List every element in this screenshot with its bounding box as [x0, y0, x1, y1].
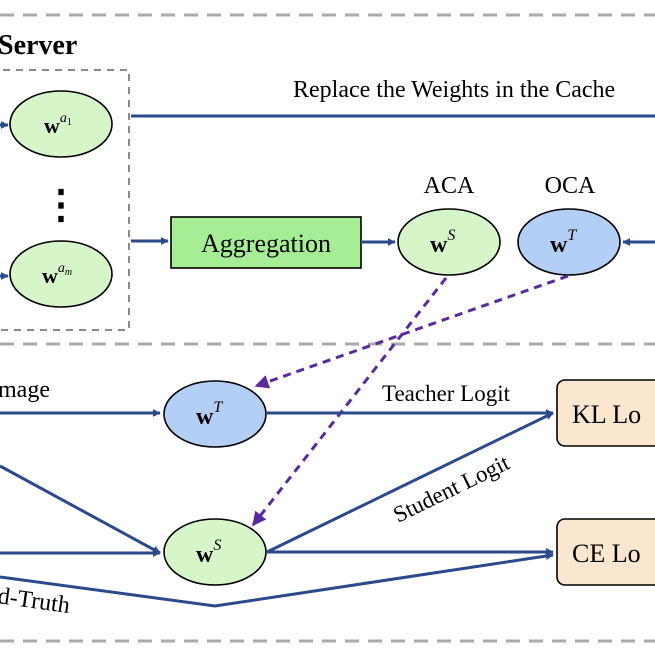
aca-label: ACA: [424, 173, 475, 199]
client-weight-label-top: wa1: [44, 111, 72, 138]
ce-loss-box: [556, 518, 655, 586]
teacher-logit-label: Teacher Logit: [382, 381, 511, 406]
replace-weights-label: Replace the Weights in the Cache: [293, 77, 615, 103]
client-weight-label-bottom: wam: [42, 261, 72, 288]
client-weight-node-bottom: [9, 240, 113, 308]
oca-weight-node: [517, 208, 621, 276]
oca-label: OCA: [545, 173, 596, 199]
image-label: mage: [0, 377, 50, 403]
client-weights-box: [0, 69, 130, 331]
student-weight-label: wS: [196, 537, 221, 568]
student-weight-node: [163, 518, 267, 586]
image-to-student-diag-arrow: [0, 464, 161, 555]
teacher-weight-node: [163, 380, 267, 448]
client-weight-node-top: [9, 90, 113, 158]
oca-to-teacher-dashed-arrow: [254, 274, 569, 389]
kl-loss-box: [556, 379, 655, 447]
aca-weight-node: [397, 208, 501, 276]
ground-truth-arrow: [0, 552, 554, 608]
aggregation-label: Aggregation: [201, 229, 331, 258]
student-logit-arrow: [266, 411, 554, 554]
teacher-weight-label: wT: [196, 399, 223, 430]
ground-truth-label: d-Truth: [0, 583, 72, 619]
aca-to-student-dashed-arrow: [251, 277, 448, 527]
ellipsis: ⋮: [41, 182, 81, 227]
kl-loss-label: KL Lo: [572, 400, 641, 429]
ce-loss-label: CE Lo: [572, 539, 641, 568]
oca-weight-label: wT: [550, 227, 577, 258]
aca-weight-label: wS: [430, 227, 455, 258]
aggregation-box: [170, 216, 362, 269]
server-title: Server: [0, 30, 77, 61]
